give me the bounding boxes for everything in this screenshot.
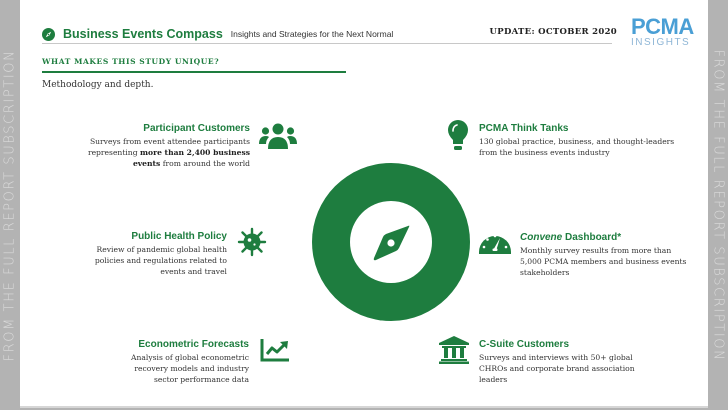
item-description: Monthly survey results from more than 5,… — [520, 246, 687, 277]
compass-icon — [42, 27, 55, 41]
item-description: 130 global practice, business, and thoug… — [479, 137, 675, 157]
item-participant-customers: Participant Customers Surveys from event… — [80, 123, 250, 169]
item-econometric-forecasts: Econometric Forecasts Analysis of global… — [116, 339, 249, 385]
section-title: WHAT MAKES THIS STUDY UNIQUE? — [42, 57, 220, 66]
compass-icon — [373, 225, 410, 261]
section-divider — [42, 71, 346, 73]
compass-inner-circle — [350, 201, 432, 283]
lightbulb-icon — [448, 120, 468, 157]
side-banner-text: FROM THE FULL REPORT SUBSCRIPTION — [710, 49, 726, 361]
gauge-dashboard-icon — [479, 230, 511, 259]
page-header: Business Events Compass Insights and Str… — [42, 24, 652, 44]
brand-subtitle: Insights and Strategies for the Next Nor… — [230, 29, 394, 39]
item-description: Review of pandemic global health policie… — [94, 245, 227, 276]
institution-building-icon — [439, 336, 469, 369]
side-banner-text: FROM THE FULL REPORT SUBSCRIPTION — [2, 49, 18, 361]
virus-icon — [237, 227, 267, 262]
report-page: Business Events Compass Insights and Str… — [20, 0, 708, 408]
item-title: C-Suite Customers — [479, 339, 570, 350]
item-title: Participant Customers — [143, 123, 250, 134]
item-title: Public Health Policy — [131, 231, 227, 242]
item-pcma-think-tanks: PCMA Think Tanks 130 global practice, bu… — [479, 123, 679, 158]
side-banner-right: FROM THE FULL REPORT SUBSCRIPTION — [708, 0, 728, 410]
item-description: Analysis of global econometric recovery … — [131, 353, 249, 384]
item-title: Convene Dashboard* — [520, 232, 622, 243]
item-title: Econometric Forecasts — [138, 339, 249, 350]
section-intro: Methodology and depth. — [42, 80, 154, 90]
header-divider — [42, 43, 612, 44]
logo-main: PCMA — [631, 14, 694, 39]
item-c-suite-customers: C-Suite Customers Surveys and interviews… — [479, 339, 639, 385]
logo-sub: INSIGHTS — [631, 37, 691, 48]
side-banner-left: FROM THE FULL REPORT SUBSCRIPTION — [0, 0, 20, 410]
users-group-icon — [259, 122, 297, 155]
trend-chart-icon — [260, 339, 290, 368]
item-description: Surveys and interviews with 50+ global C… — [479, 353, 635, 384]
item-convene-dashboard: Convene Dashboard* Monthly survey result… — [520, 232, 690, 278]
brand-title: Business Events Compass — [63, 27, 223, 41]
item-title: PCMA Think Tanks — [479, 123, 569, 134]
pcma-insights-logo: PCMA INSIGHTS — [631, 14, 694, 49]
center-compass-graphic — [312, 163, 470, 321]
update-date: UPDATE: OCTOBER 2020 — [489, 27, 617, 37]
item-public-health-policy: Public Health Policy Review of pandemic … — [90, 231, 227, 277]
item-description: Surveys from event attendee participants… — [87, 137, 250, 168]
